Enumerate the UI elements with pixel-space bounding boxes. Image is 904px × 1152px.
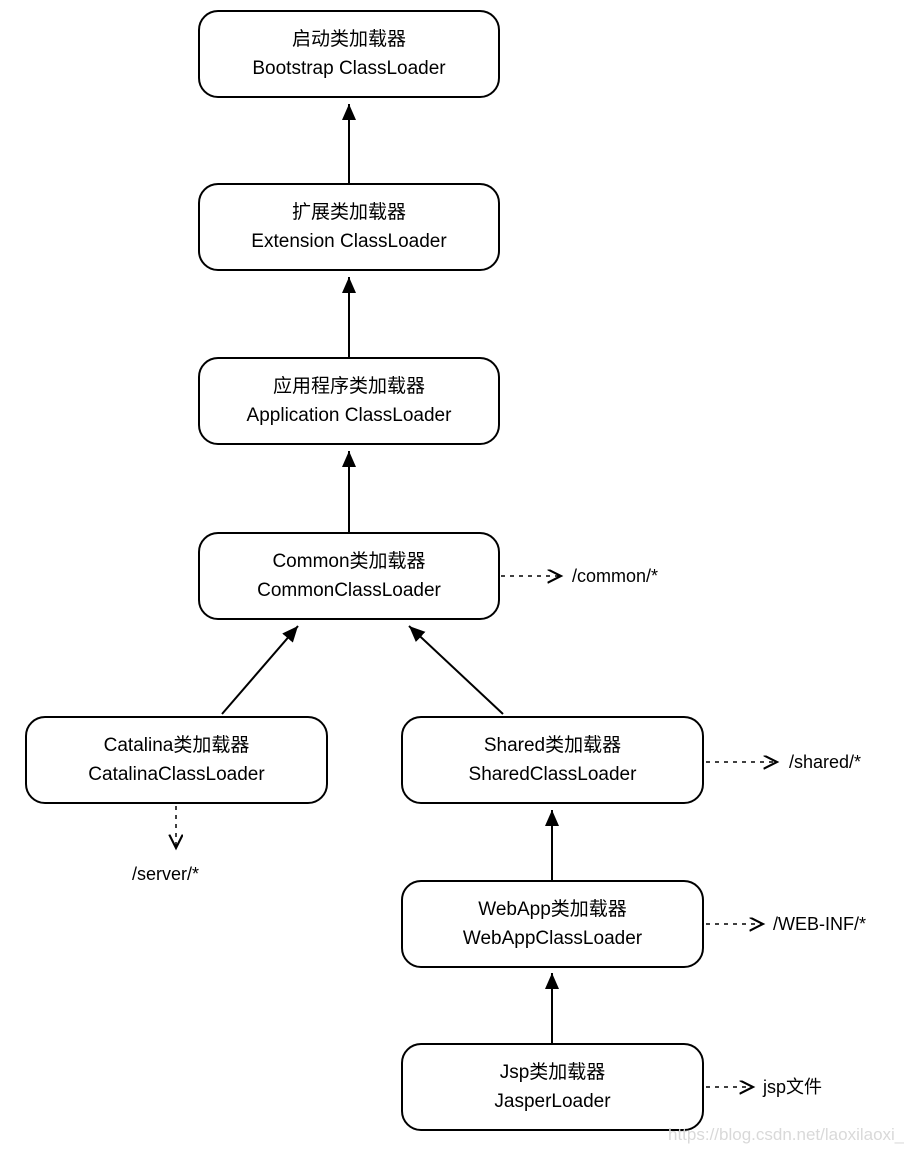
box-bootstrap-classloader: 启动类加载器 Bootstrap ClassLoader <box>198 10 500 98</box>
box-extension-classloader: 扩展类加载器 Extension ClassLoader <box>198 183 500 271</box>
box-common-title-zh: Common类加载器 <box>272 551 426 572</box>
box-application-title-en: Application ClassLoader <box>246 405 452 426</box>
box-common-title-en: CommonClassLoader <box>257 580 441 601</box>
arrow-catalina-to-common <box>221 625 299 715</box>
box-shared-classloader: Shared类加载器 SharedClassLoader <box>401 716 704 804</box>
box-catalina-title-zh: Catalina类加载器 <box>103 735 250 756</box>
box-extension-title-en: Extension ClassLoader <box>251 231 447 252</box>
box-webapp-title-en: WebAppClassLoader <box>462 928 643 949</box>
box-catalina-title-en: CatalinaClassLoader <box>88 764 265 785</box>
box-webapp-classloader: WebApp类加载器 WebAppClassLoader <box>401 880 704 968</box>
label-webinf-path: /WEB-INF/* <box>773 914 866 934</box>
box-application-title-zh: 应用程序类加载器 <box>272 376 425 397</box>
arrow-shared-to-common <box>408 625 504 715</box>
label-jsp-path: jsp文件 <box>763 1077 823 1097</box>
box-bootstrap-title-zh: 启动类加载器 <box>291 29 406 50</box>
box-catalina-classloader: Catalina类加载器 CatalinaClassLoader <box>25 716 328 804</box>
box-extension-title-zh: 扩展类加载器 <box>291 202 406 223</box>
label-common-path: /common/* <box>572 566 659 586</box>
label-server-path: /server/* <box>132 864 200 884</box>
label-shared-path: /shared/* <box>789 752 862 772</box>
box-application-classloader: 应用程序类加载器 Application ClassLoader <box>198 357 500 445</box>
box-shared-title-zh: Shared类加载器 <box>483 735 622 756</box>
box-shared-title-en: SharedClassLoader <box>468 764 637 785</box>
box-common-classloader: Common类加载器 CommonClassLoader <box>198 532 500 620</box>
box-jsp-title-en: JasperLoader <box>494 1091 611 1112</box>
box-webapp-title-zh: WebApp类加载器 <box>478 899 627 920</box>
box-jsp-title-zh: Jsp类加载器 <box>499 1062 606 1083</box>
box-bootstrap-title-en: Bootstrap ClassLoader <box>252 58 446 79</box>
box-jsp-classloader: Jsp类加载器 JasperLoader <box>401 1043 704 1131</box>
csdn-watermark: https://blog.csdn.net/laoxilaoxi_ <box>668 1125 904 1144</box>
